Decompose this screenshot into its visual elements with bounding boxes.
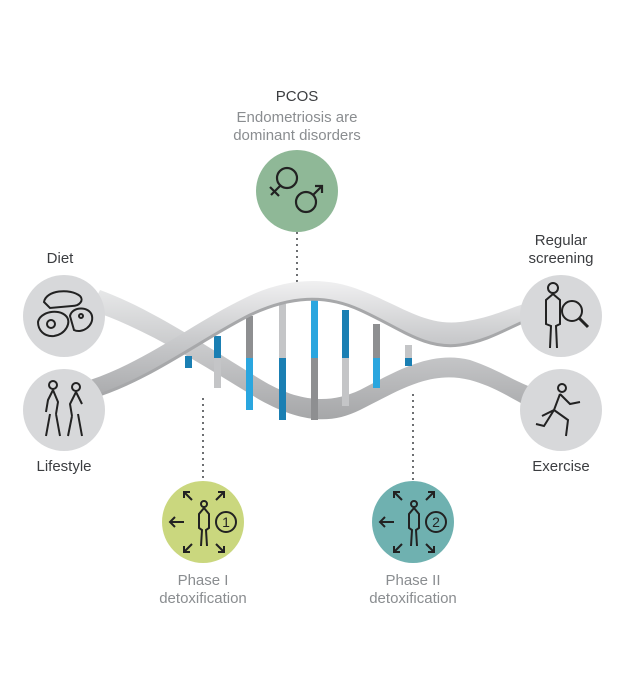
base-pair [246,316,253,358]
pcos-subtitle-line2: dominant disorders [233,127,361,144]
base-pair [214,358,221,388]
base-pair [246,358,253,410]
screening-node [520,275,602,357]
base-pair [311,300,318,358]
phase2-number: 2 [432,514,440,530]
base-pair [342,358,349,406]
runner-icon [535,383,581,437]
base-pair [279,358,286,420]
diet-node [23,275,105,357]
phase1-label-line2: detoxification [159,590,247,607]
dna-strand-front [90,280,540,398]
gender-symbols-icon [269,166,324,214]
person-arrows-icon [378,491,447,553]
base-pair [373,358,380,388]
base-pair [311,358,318,420]
lifestyle-node [23,369,105,451]
screening-label-line2: screening [528,250,594,267]
pcos-node [256,150,338,232]
base-pair [373,324,380,358]
exercise-label: Exercise [532,458,590,475]
pcos-subtitle-line1: Endometriosis are [236,109,358,126]
phase1-number: 1 [222,514,230,530]
base-pair [405,358,412,366]
dna-strand-front-shade [89,297,541,400]
base-pair [185,356,192,368]
phase2-label-line1: Phase II [385,572,441,589]
lifestyle-label: Lifestyle [36,458,92,475]
phase2-node: 2 [372,481,454,563]
base-pairs [185,300,412,420]
base-pair [279,304,286,358]
base-pair [214,336,221,358]
person-magnifier-icon [545,282,590,349]
diet-label: Diet [46,250,74,267]
exercise-node [520,369,602,451]
phase1-label-line1: Phase I [177,572,229,589]
people-walking-icon [45,380,83,437]
person-arrows-icon [168,491,237,553]
base-pair [405,345,412,363]
screening-label-line1: Regular [534,232,588,249]
pcos-title: PCOS [275,88,319,105]
food-icon [36,290,94,338]
base-pair [342,310,349,358]
phase1-node: 1 [162,481,244,563]
phase2-label-line2: detoxification [369,590,457,607]
